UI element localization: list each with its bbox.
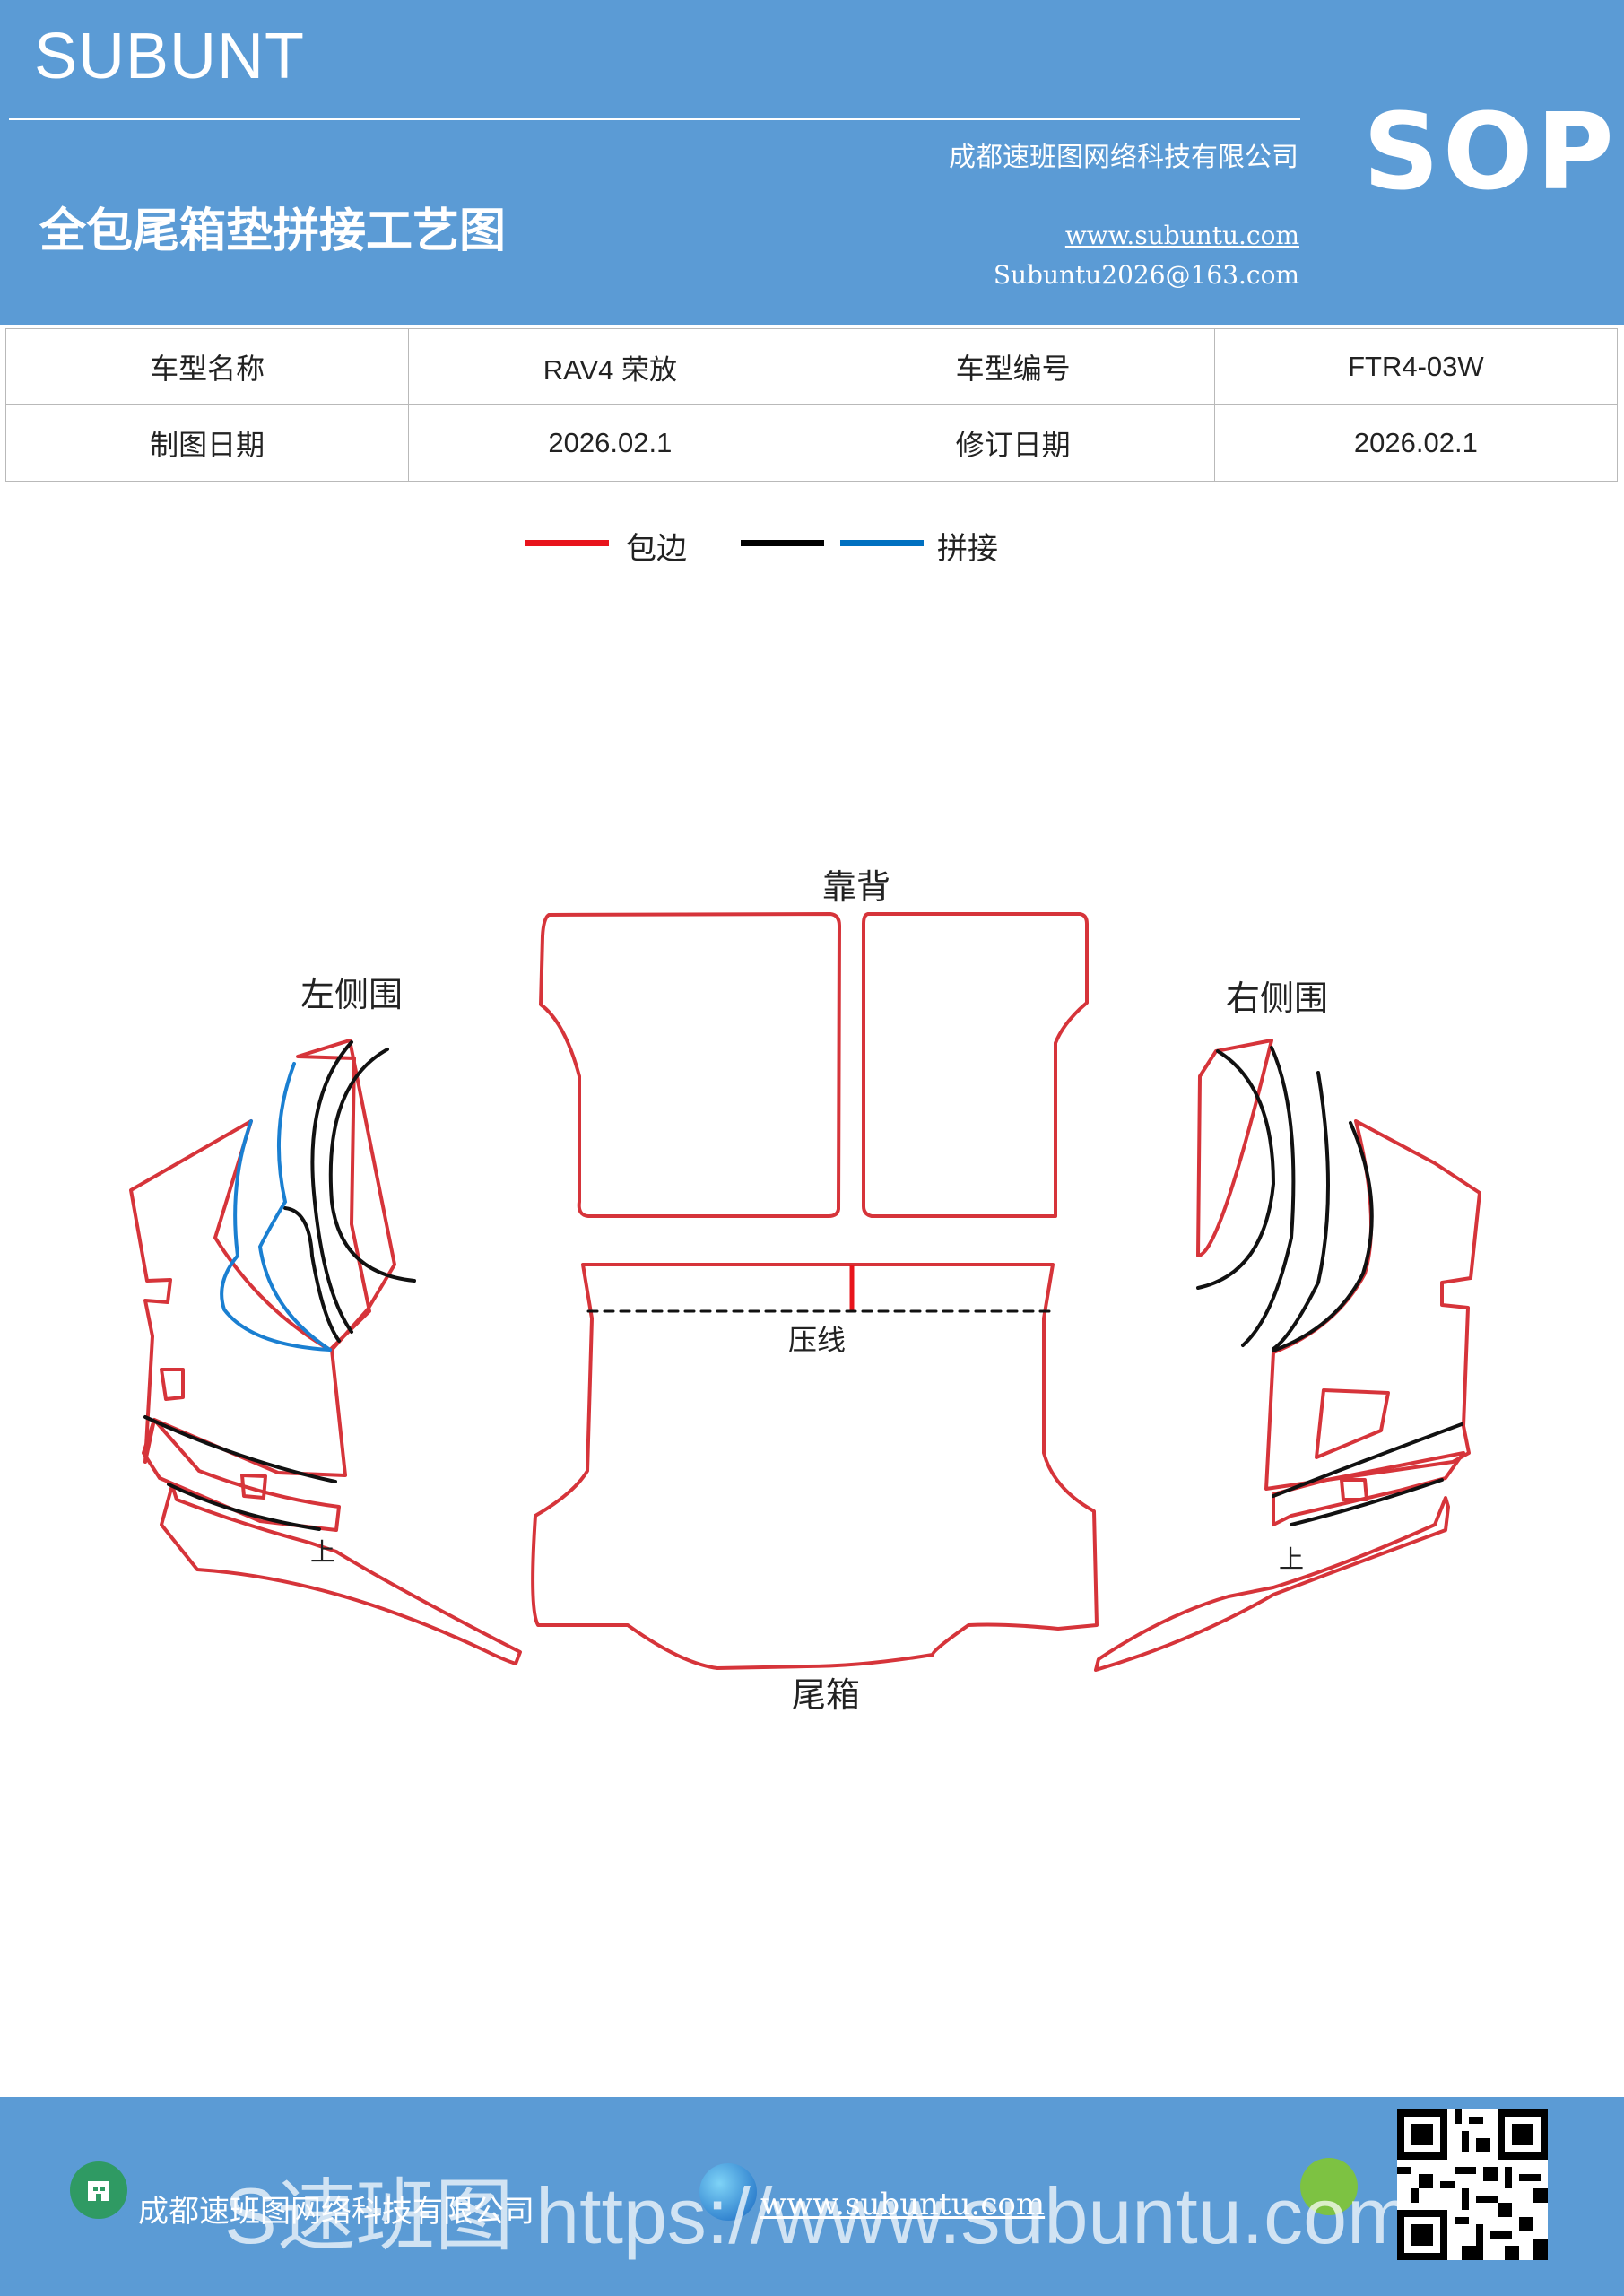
document-title: 全包尾箱垫拼接工艺图: [39, 204, 507, 258]
left-joint-4: [143, 1415, 337, 1483]
left-seam-1: [257, 1062, 332, 1352]
sop-badge: SOP: [1363, 90, 1618, 213]
right-joint-1: [1196, 1049, 1276, 1290]
footer-watermark: S速班图 https://www.subuntu.com: [224, 2171, 1413, 2260]
right-joint-2: [1241, 1046, 1296, 1347]
website-link[interactable]: www.subuntu.com: [1064, 221, 1299, 250]
globe-icon: [699, 2163, 757, 2221]
left-small-rect-1: [160, 1368, 185, 1401]
table-row: 制图日期 2026.02.1 修订日期 2026.02.1: [4, 404, 1619, 482]
model-code-label: 车型编号: [811, 328, 1215, 405]
right-joint-6: [1290, 1478, 1444, 1526]
left-seam-2: [220, 1119, 332, 1352]
right-side-tail-strip: [1094, 1496, 1450, 1672]
model-code-value: FTR4-03W: [1213, 328, 1619, 405]
right-joint-3: [1272, 1071, 1330, 1351]
left-joint-3: [283, 1206, 341, 1343]
legend-label-edge: 包边: [626, 531, 687, 567]
up-marker-left: 上: [310, 1537, 335, 1567]
header-divider: [9, 118, 1300, 120]
legend-swatch-seam: [840, 540, 924, 546]
backrest-label: 靠背: [822, 867, 890, 907]
model-name-value: RAV4 荣放: [408, 328, 812, 405]
model-name-label: 车型名称: [4, 328, 410, 405]
brand-name: SUBUNT: [34, 21, 306, 92]
draw-date-value: 2026.02.1: [408, 404, 812, 482]
vehicle-info-table: 车型名称 RAV4 荣放 车型编号 FTR4-03W 制图日期 2026.02.…: [4, 328, 1619, 482]
left-side-label: 左侧围: [300, 975, 403, 1014]
draw-date-label: 制图日期: [4, 404, 410, 482]
footer-banner: 成都速班图网络科技有限公司 www.subuntu.com: [0, 2097, 1624, 2296]
up-marker-right: 上: [1279, 1544, 1304, 1574]
revision-date-value: 2026.02.1: [1213, 404, 1619, 482]
company-name: 成都速班图网络科技有限公司: [949, 142, 1298, 173]
wechat-icon: [1300, 2158, 1358, 2215]
legend-swatch-edge: [525, 540, 609, 546]
crease-label: 压线: [788, 1323, 846, 1357]
right-side-label: 右侧围: [1226, 978, 1328, 1018]
right-small-rect: [1340, 1478, 1368, 1501]
backrest-left-panel: [539, 912, 841, 1218]
email-address: Subuntu2026@163.com: [993, 260, 1299, 290]
footer-website[interactable]: www.subuntu.com: [760, 2187, 1046, 2222]
left-joint-1: [310, 1040, 353, 1334]
revision-date-label: 修订日期: [811, 404, 1215, 482]
table-row: 车型名称 RAV4 荣放 车型编号 FTR4-03W: [4, 328, 1619, 405]
legend-swatch-black: [741, 540, 824, 546]
header-banner: SUBUNT 成都速班图网络科技有限公司 SOP 全包尾箱垫拼接工艺图 www.…: [0, 0, 1624, 325]
right-side-window: [1315, 1388, 1390, 1459]
qr-code: [1397, 2109, 1548, 2260]
left-joint-2: [328, 1048, 416, 1283]
legend-label-seam: 拼接: [937, 531, 998, 567]
backrest-right-panel: [862, 912, 1089, 1218]
trunk-label: 尾箱: [792, 1675, 860, 1715]
right-joint-4: [1272, 1121, 1374, 1352]
footer-company: 成都速班图网络科技有限公司: [138, 2194, 534, 2230]
trunk-floor-panel: [531, 1263, 1099, 1670]
right-joint-5: [1272, 1422, 1463, 1498]
left-side-tail-strip: [160, 1483, 522, 1665]
right-side-outer: [1196, 1039, 1273, 1257]
left-small-rect-2: [240, 1474, 267, 1500]
left-joint-5: [167, 1483, 321, 1531]
legend: 包边 拼接: [0, 520, 1624, 574]
building-icon: [70, 2161, 127, 2219]
